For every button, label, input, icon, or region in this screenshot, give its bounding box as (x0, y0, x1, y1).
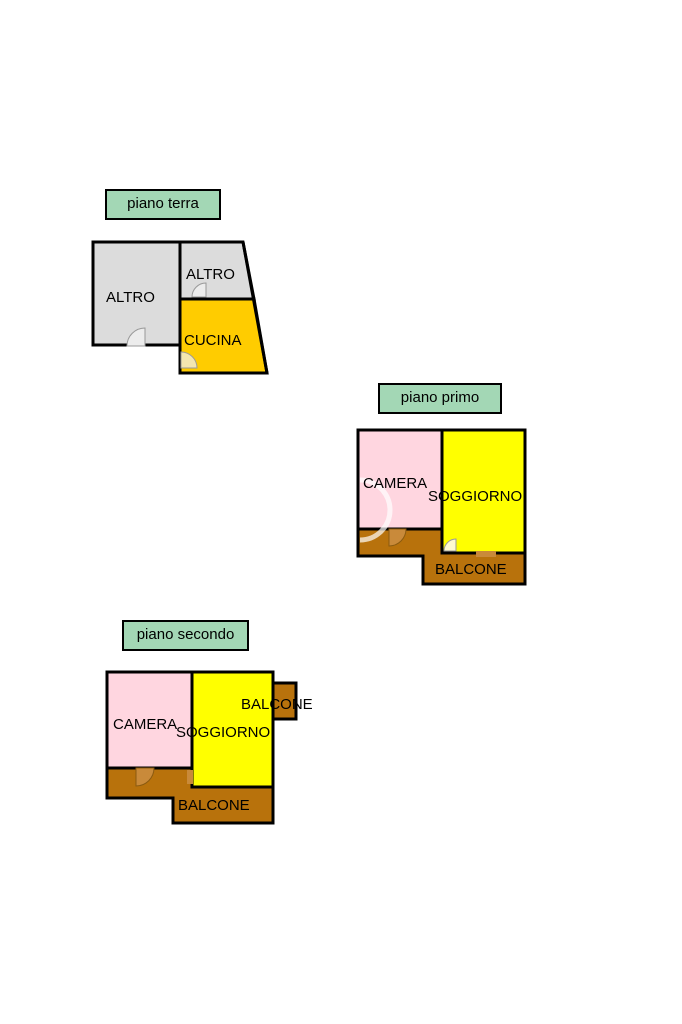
first-camera-watermark (359, 477, 393, 543)
room-label-balcone-second: BALCONE (178, 797, 250, 814)
first-door-2 (443, 538, 457, 552)
room-label-camera-first: CAMERA (363, 475, 428, 492)
room-label-altro-right: ALTRO (186, 266, 235, 283)
second-floor-plan (105, 670, 298, 825)
room-label-soggiorno-first: SOGGIORNO (428, 488, 523, 505)
ground-door-3 (180, 351, 198, 369)
floor-label-piano-secondo: piano secondo (122, 620, 249, 651)
room-label-altro-left: ALTRO (106, 289, 155, 306)
room-label-balcone-small-second: BALCONE (241, 696, 313, 713)
first-soggiorno-room (440, 428, 527, 555)
second-balcone-small-room (271, 681, 298, 721)
ground-inner-wall (241, 241, 269, 374)
ground-altro-left-room (91, 240, 182, 347)
ground-door-2 (191, 282, 207, 298)
second-door-1 (135, 767, 155, 787)
floor-label-piano-terra: piano terra (105, 189, 221, 220)
room-label-camera-second: CAMERA (113, 716, 178, 733)
first-floor-plan (356, 428, 527, 586)
ground-floor-plan (91, 240, 269, 375)
ground-door-1 (126, 327, 146, 348)
first-door-1 (388, 528, 407, 547)
first-balcone-opening (476, 551, 496, 557)
room-label-soggiorno-second: SOGGIORNO (176, 724, 271, 741)
floor-label-piano-primo: piano primo (378, 383, 502, 414)
room-label-balcone-first: BALCONE (435, 561, 507, 578)
room-label-cucina: CUCINA (184, 332, 242, 349)
second-balcone-opening (187, 770, 193, 784)
second-soggiorno-room (190, 670, 275, 789)
